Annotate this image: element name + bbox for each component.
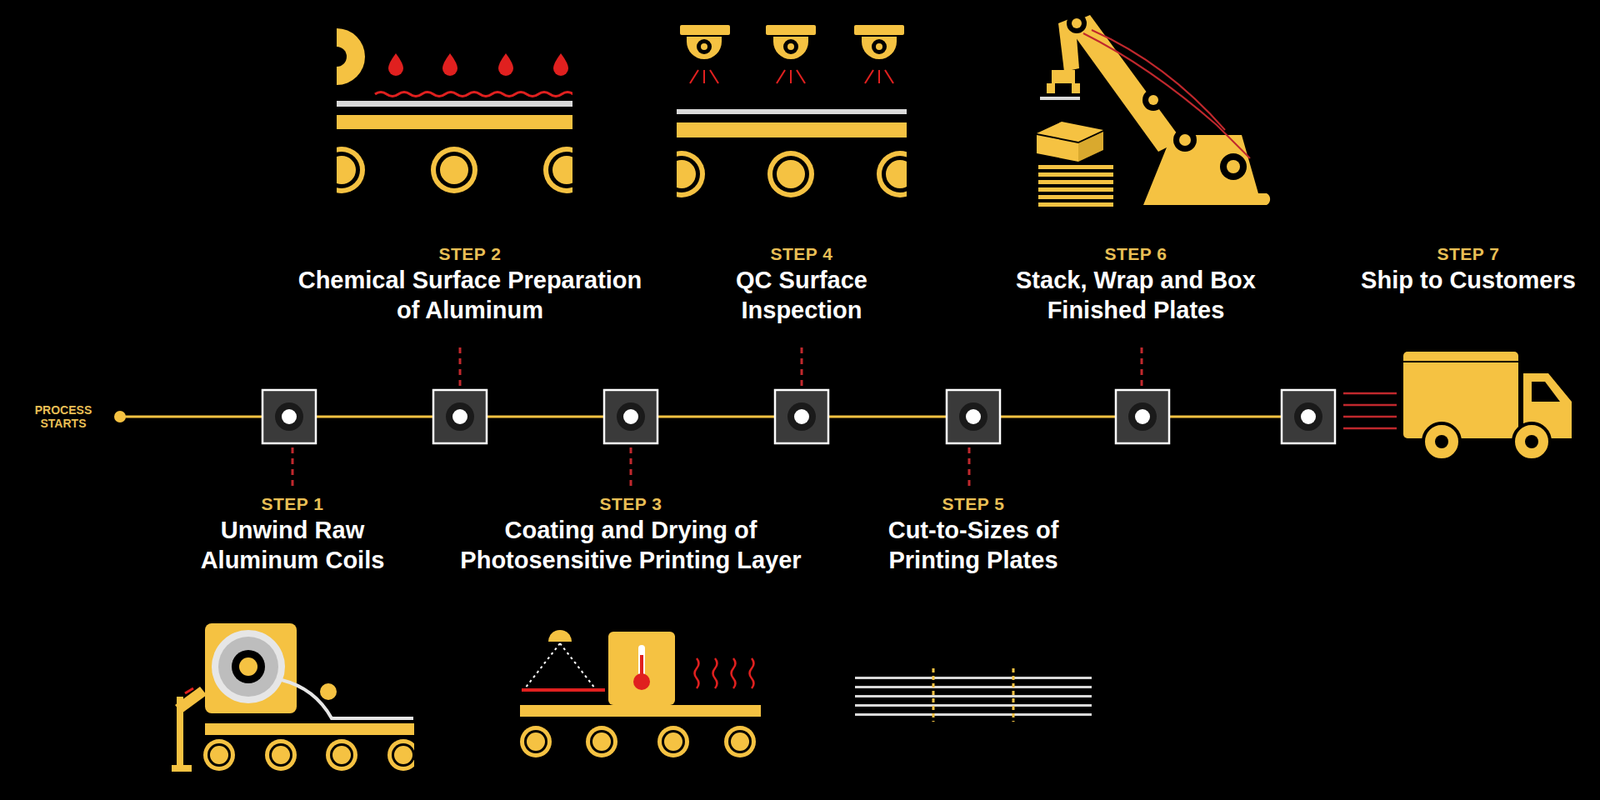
marker-dot — [452, 409, 468, 425]
cut-plates-icon — [855, 668, 1092, 722]
marker-dot — [794, 409, 810, 425]
step-block: STEP 1Unwind Raw Aluminum Coils — [180, 493, 405, 575]
marker-ring — [1128, 402, 1157, 431]
timeline-marker — [262, 390, 316, 444]
marker-ring — [787, 402, 816, 431]
step-title: Coating and Drying of Photosensitive Pri… — [430, 515, 831, 575]
timeline-marker — [433, 390, 487, 444]
step-block: STEP 5Cut-to-Sizes of Printing Plates — [864, 493, 1083, 575]
delivery-truck-icon — [1343, 351, 1572, 460]
robot-arm-icon — [1036, 13, 1270, 207]
step-title: Cut-to-Sizes of Printing Plates — [864, 515, 1083, 575]
marker-ring — [959, 402, 988, 431]
marker-dot — [281, 409, 297, 425]
marker-dot — [1135, 409, 1150, 425]
marker-ring — [616, 402, 645, 431]
marker-ring — [445, 402, 475, 431]
step-block: STEP 7Ship to Customers — [1343, 243, 1594, 295]
timeline-marker — [604, 390, 658, 444]
timeline-marker — [1115, 390, 1170, 444]
chemical-bath-icon — [336, 28, 573, 194]
step-title: Stack, Wrap and Box Finished Plates — [1010, 265, 1261, 325]
marker-dot — [623, 409, 639, 425]
step-title: Chemical Surface Preparation of Aluminum — [286, 265, 654, 325]
timeline-marker — [1281, 390, 1335, 444]
step-block: STEP 3Coating and Drying of Photosensiti… — [430, 493, 831, 575]
step-title: Ship to Customers — [1343, 265, 1594, 295]
marker-ring — [275, 402, 304, 431]
step-title: Unwind Raw Aluminum Coils — [180, 515, 405, 575]
timeline-marker — [946, 390, 1000, 444]
step-block: STEP 6Stack, Wrap and Box Finished Plate… — [1010, 243, 1261, 325]
marker-dot — [965, 409, 981, 425]
step-block: STEP 2Chemical Surface Preparation of Al… — [286, 243, 654, 325]
marker-ring — [1294, 402, 1323, 431]
step-number: STEP 3 — [430, 493, 831, 515]
camera-inspection-icon — [676, 25, 907, 198]
timeline-marker — [775, 390, 829, 444]
timeline — [114, 390, 1335, 444]
step-block: STEP 4QC Surface Inspection — [714, 243, 890, 325]
coil-unwinder-icon — [171, 623, 415, 772]
marker-dot — [1300, 409, 1316, 425]
step-number: STEP 2 — [286, 243, 654, 265]
step-title: QC Surface Inspection — [714, 265, 890, 325]
start-label: PROCESS STARTS — [28, 403, 99, 430]
step-number: STEP 7 — [1343, 243, 1594, 265]
step-number: STEP 1 — [180, 493, 405, 515]
coating-dryer-icon — [520, 630, 761, 758]
step-number: STEP 6 — [1010, 243, 1261, 265]
step-number: STEP 4 — [714, 243, 890, 265]
leader-lines — [292, 347, 1142, 487]
step-number: STEP 5 — [864, 493, 1083, 515]
